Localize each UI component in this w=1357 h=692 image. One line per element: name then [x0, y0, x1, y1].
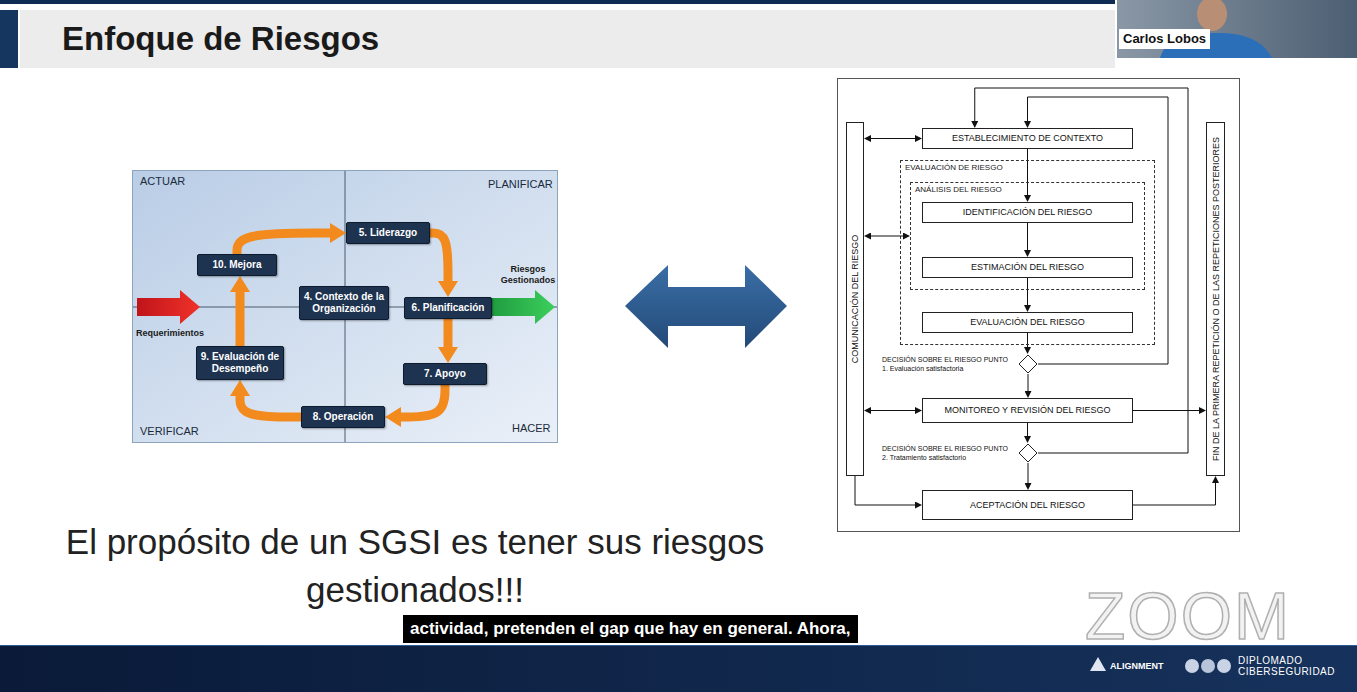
- flow-arrow: [855, 476, 915, 505]
- flow-arrow: [871, 138, 915, 139]
- pdca-box: 4. Contexto de la Organización: [299, 286, 389, 320]
- subtitle-caption: actividad, pretenden el gap que hay en g…: [403, 615, 858, 643]
- pdca-panel: [133, 171, 558, 443]
- emblem: [1185, 659, 1199, 673]
- process-box: ESTABLECIMIENTO DE CONTEXTO: [922, 128, 1133, 149]
- title-accent: [0, 10, 18, 68]
- side-band: COMUNICACIÓN DEL RIESGO: [846, 122, 864, 476]
- process-box: ESTIMACIÓN DEL RIESGO: [922, 257, 1133, 278]
- emblem: [1201, 659, 1215, 673]
- diamond-outline: [1018, 443, 1038, 463]
- flow-arrow: [1028, 463, 1029, 483]
- output-arrow: [490, 290, 555, 324]
- node-text: MONITOREO Y REVISIÓN DEL RIESGO: [944, 405, 1110, 416]
- process-frame: [838, 79, 1240, 532]
- group-heading: ANÁLISIS DEL RIESGO: [915, 185, 1002, 195]
- quadrant-label: HACER: [512, 422, 551, 435]
- node-text: DECISIÓN SOBRE EL RIESGO PUNTO 1. Evalua…: [882, 356, 1012, 373]
- quadrant-label: ACTUAR: [140, 175, 185, 188]
- pdca-box: 6. Planificación: [404, 297, 492, 319]
- node-text: 5. Liderazgo: [350, 227, 426, 239]
- arrow-label: Requerimientos: [136, 328, 204, 339]
- dashed-group: ANÁLISIS DEL RIESGO IDENTIFICACIÓN DEL RI…: [910, 182, 1145, 290]
- node-text: 10. Mejora: [201, 259, 273, 271]
- group-heading: EVALUACIÓN DE RIESGO: [905, 163, 1003, 173]
- watermark: ZOOM: [1085, 588, 1291, 644]
- input-arrow: [137, 290, 200, 324]
- process-box: EVALUACIÓN DEL RIESGO: [922, 312, 1133, 333]
- node-text: EVALUACIÓN DEL RIESGO: [970, 317, 1085, 328]
- flow-arrow: [1027, 149, 1028, 195]
- alignment-icon: [1090, 657, 1106, 671]
- cycle-arrow: [237, 233, 330, 254]
- cycle-arrow: [444, 319, 453, 347]
- decision-diamond: DECISIÓN SOBRE EL RIESGO PUNTO 2. Tratam…: [1018, 443, 1038, 463]
- pdca-box: 7. Apoyo: [403, 363, 487, 385]
- quadrant-label: PLANIFICAR: [488, 178, 553, 191]
- webcam-person-head: [1197, 0, 1227, 31]
- flow-arrow: [871, 410, 915, 411]
- process-box: IDENTIFICACIÓN DEL RIESGO: [922, 202, 1133, 223]
- footer-bar: [0, 645, 1357, 692]
- double-arrow: [625, 265, 787, 348]
- node-text: DECISIÓN SOBRE EL RIESGO PUNTO 2. Tratam…: [882, 445, 1012, 462]
- webcam-frame: [1117, 0, 1357, 58]
- decision-diamond: DECISIÓN SOBRE EL RIESGO PUNTO 1. Evalua…: [1018, 354, 1038, 374]
- dashed-group: EVALUACIÓN DE RIESGO ANÁLISIS DEL RIESGO I…: [900, 160, 1155, 345]
- slide-statement: El propósito de un SGSI es tener sus rie…: [60, 518, 770, 614]
- slide-title: Enfoque de Riesgos: [62, 19, 379, 59]
- cycle-arrow: [430, 233, 448, 281]
- node-text: IDENTIFICACIÓN DEL RIESGO: [963, 207, 1093, 218]
- arrow-label: Riesgos Gestionados: [496, 264, 560, 286]
- node-text: 7. Apoyo: [407, 368, 483, 380]
- diamond-outline: [1018, 354, 1038, 374]
- diamond-shape: [1019, 355, 1037, 373]
- cycle-arrow: [240, 396, 301, 417]
- node-text: 4. Contexto de la Organización: [303, 291, 385, 315]
- diamond-shape: [1019, 444, 1037, 462]
- participant-name: Carlos Lobos: [1119, 29, 1210, 49]
- flow-arrow: [1027, 223, 1028, 250]
- node-text: COMUNICACIÓN DEL RIESGO: [849, 235, 861, 364]
- cycle-arrow: [236, 292, 245, 346]
- title-bar: [20, 10, 1115, 68]
- footer-line: [0, 645, 1357, 646]
- node-text: ESTABLECIMIENTO DE CONTEXTO: [952, 133, 1103, 144]
- node-text: FIN DE LA PRIMERA REPETICIÓN O DE LAS RE…: [1210, 137, 1222, 461]
- pdca-box: 5. Liderazgo: [346, 222, 430, 244]
- side-band: FIN DE LA PRIMERA REPETICIÓN O DE LAS RE…: [1206, 122, 1225, 476]
- flow-arrow: [871, 236, 903, 237]
- footer-logo: ALIGNMENT: [1110, 661, 1164, 672]
- quadrant-label: VERIFICAR: [140, 425, 199, 438]
- node-text: 6. Planificación: [408, 302, 488, 314]
- flow-arrow: [1133, 410, 1199, 411]
- pdca-box: 9. Evaluación de Desempeño: [196, 346, 284, 380]
- process-box: ACEPTACIÓN DEL RIESGO: [922, 490, 1133, 520]
- footer-logo: DIPLOMADO CIBERSEGURIDAD: [1238, 655, 1350, 677]
- top-strip: [0, 0, 1115, 4]
- flow-arrow: [1028, 374, 1029, 391]
- pdca-box: 8. Operación: [301, 406, 385, 428]
- cycle-arrow: [401, 385, 445, 417]
- pdca-box: 10. Mejora: [197, 254, 277, 276]
- flow-arrow: [1133, 483, 1216, 505]
- node-text: ESTIMACIÓN DEL RIESGO: [971, 262, 1084, 273]
- node-text: 9. Evaluación de Desempeño: [200, 351, 280, 375]
- flow-arrow: [1027, 423, 1028, 436]
- node-text: 8. Operación: [305, 411, 381, 423]
- process-box: MONITOREO Y REVISIÓN DEL RIESGO: [922, 398, 1133, 423]
- emblem: [1217, 659, 1231, 673]
- node-text: ACEPTACIÓN DEL RIESGO: [970, 500, 1085, 511]
- flow-arrow: [1027, 278, 1028, 305]
